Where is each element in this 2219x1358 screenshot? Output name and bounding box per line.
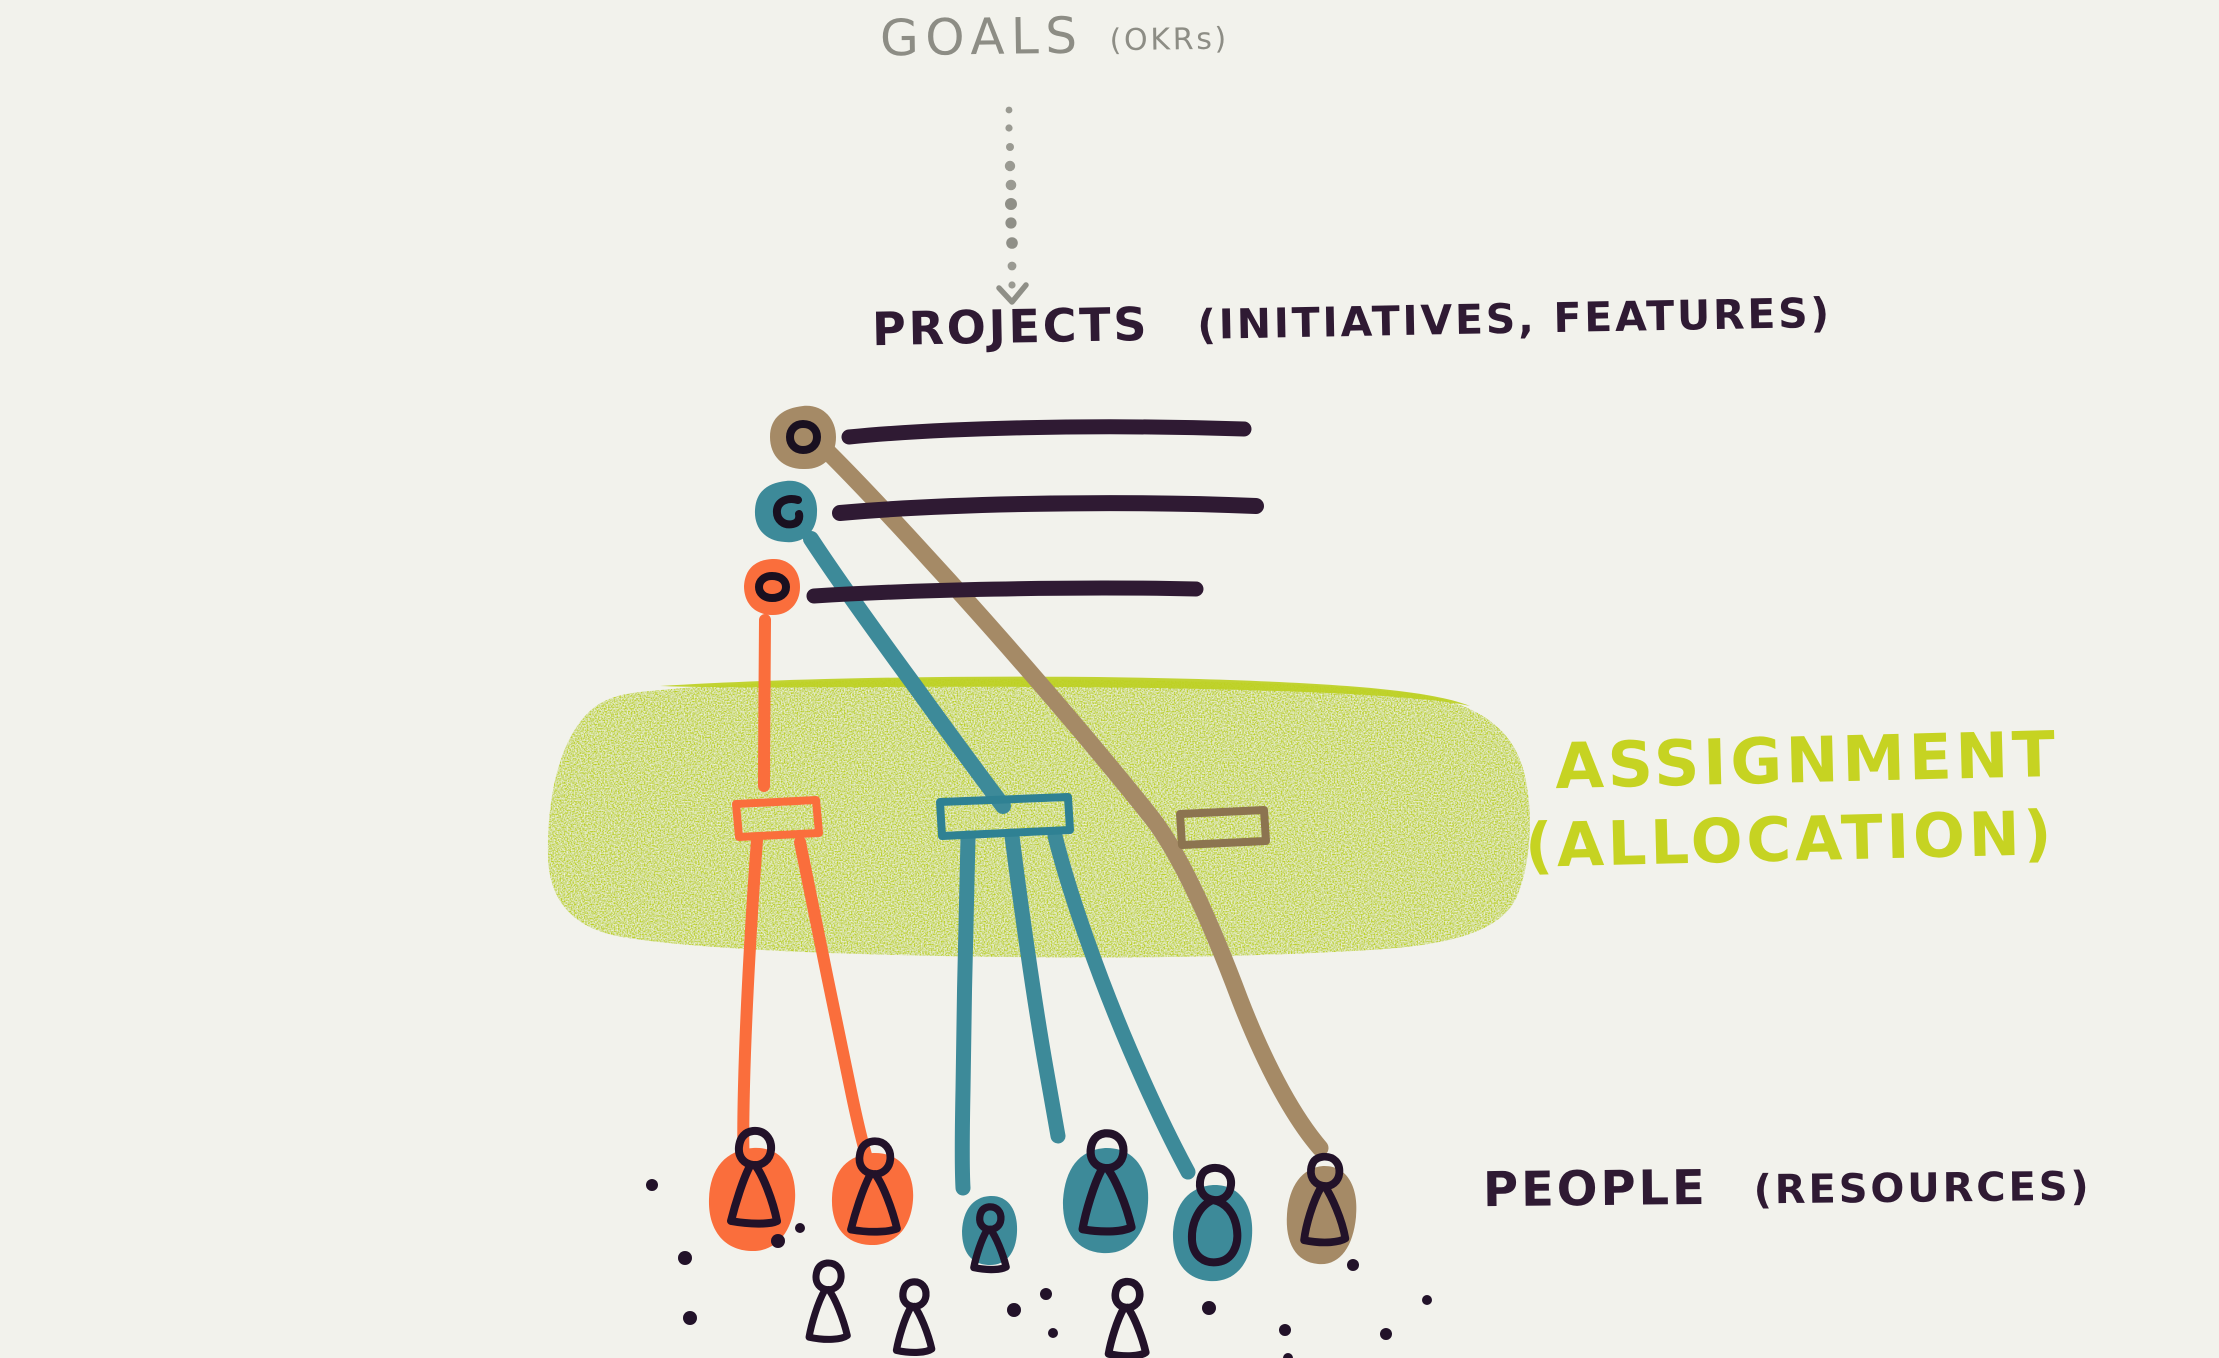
person-figure: [1104, 1277, 1150, 1358]
assignment-paren: (ALLOCATION): [1524, 798, 2056, 883]
scatter-dots: [646, 1179, 1432, 1358]
people-paren: (RESOURCES): [1753, 1163, 2092, 1214]
project-dot-orange[interactable]: [744, 558, 800, 616]
project-teal-connector: [803, 531, 1196, 1196]
goals-title: GOALS: [879, 6, 1084, 68]
person-figure: [1300, 1152, 1350, 1247]
assignment-label: ASSIGNMENT (ALLOCATION): [1524, 718, 2061, 882]
allocation-blob: [547, 676, 1530, 958]
project-glyph-o: [785, 419, 822, 455]
goals-to-projects-arrow: [996, 106, 1029, 305]
arrowhead-down-icon: [996, 282, 1029, 305]
assignment-box-brown[interactable]: [1176, 806, 1270, 849]
person-figure: [847, 1137, 901, 1236]
project-brown-connector: [819, 443, 1329, 1157]
project-bar-teal: [832, 495, 1264, 521]
assignment-title: ASSIGNMENT: [1554, 717, 2060, 804]
project-bar-brown: [841, 419, 1252, 445]
project-dot-brown[interactable]: [770, 405, 836, 470]
person-figure: [1078, 1129, 1136, 1236]
people-title: PEOPLE: [1482, 1159, 1708, 1219]
person-figures: [727, 1126, 1350, 1358]
goals-label: GOALS (OKRs): [879, 6, 1230, 68]
project-bar-orange: [806, 580, 1204, 604]
project-glyph-c: [772, 495, 804, 529]
project-glyph-o: [754, 571, 791, 603]
person-figure: [805, 1259, 851, 1343]
people-label: PEOPLE (RESOURCES): [1482, 1159, 2092, 1219]
person-figure: [970, 1203, 1010, 1274]
person-figure: [1187, 1163, 1242, 1267]
project-bars: [806, 419, 1264, 604]
person-highlight-blobs: [708, 1147, 1357, 1282]
project-dot-teal[interactable]: [754, 480, 818, 543]
assignment-box-orange[interactable]: [732, 796, 823, 841]
person-figure: [892, 1278, 936, 1357]
projects-title: PROJECTS: [871, 296, 1150, 357]
assignment-box-teal[interactable]: [936, 793, 1074, 840]
person-figure: [727, 1126, 781, 1228]
goals-paren: (OKRs): [1109, 21, 1230, 59]
